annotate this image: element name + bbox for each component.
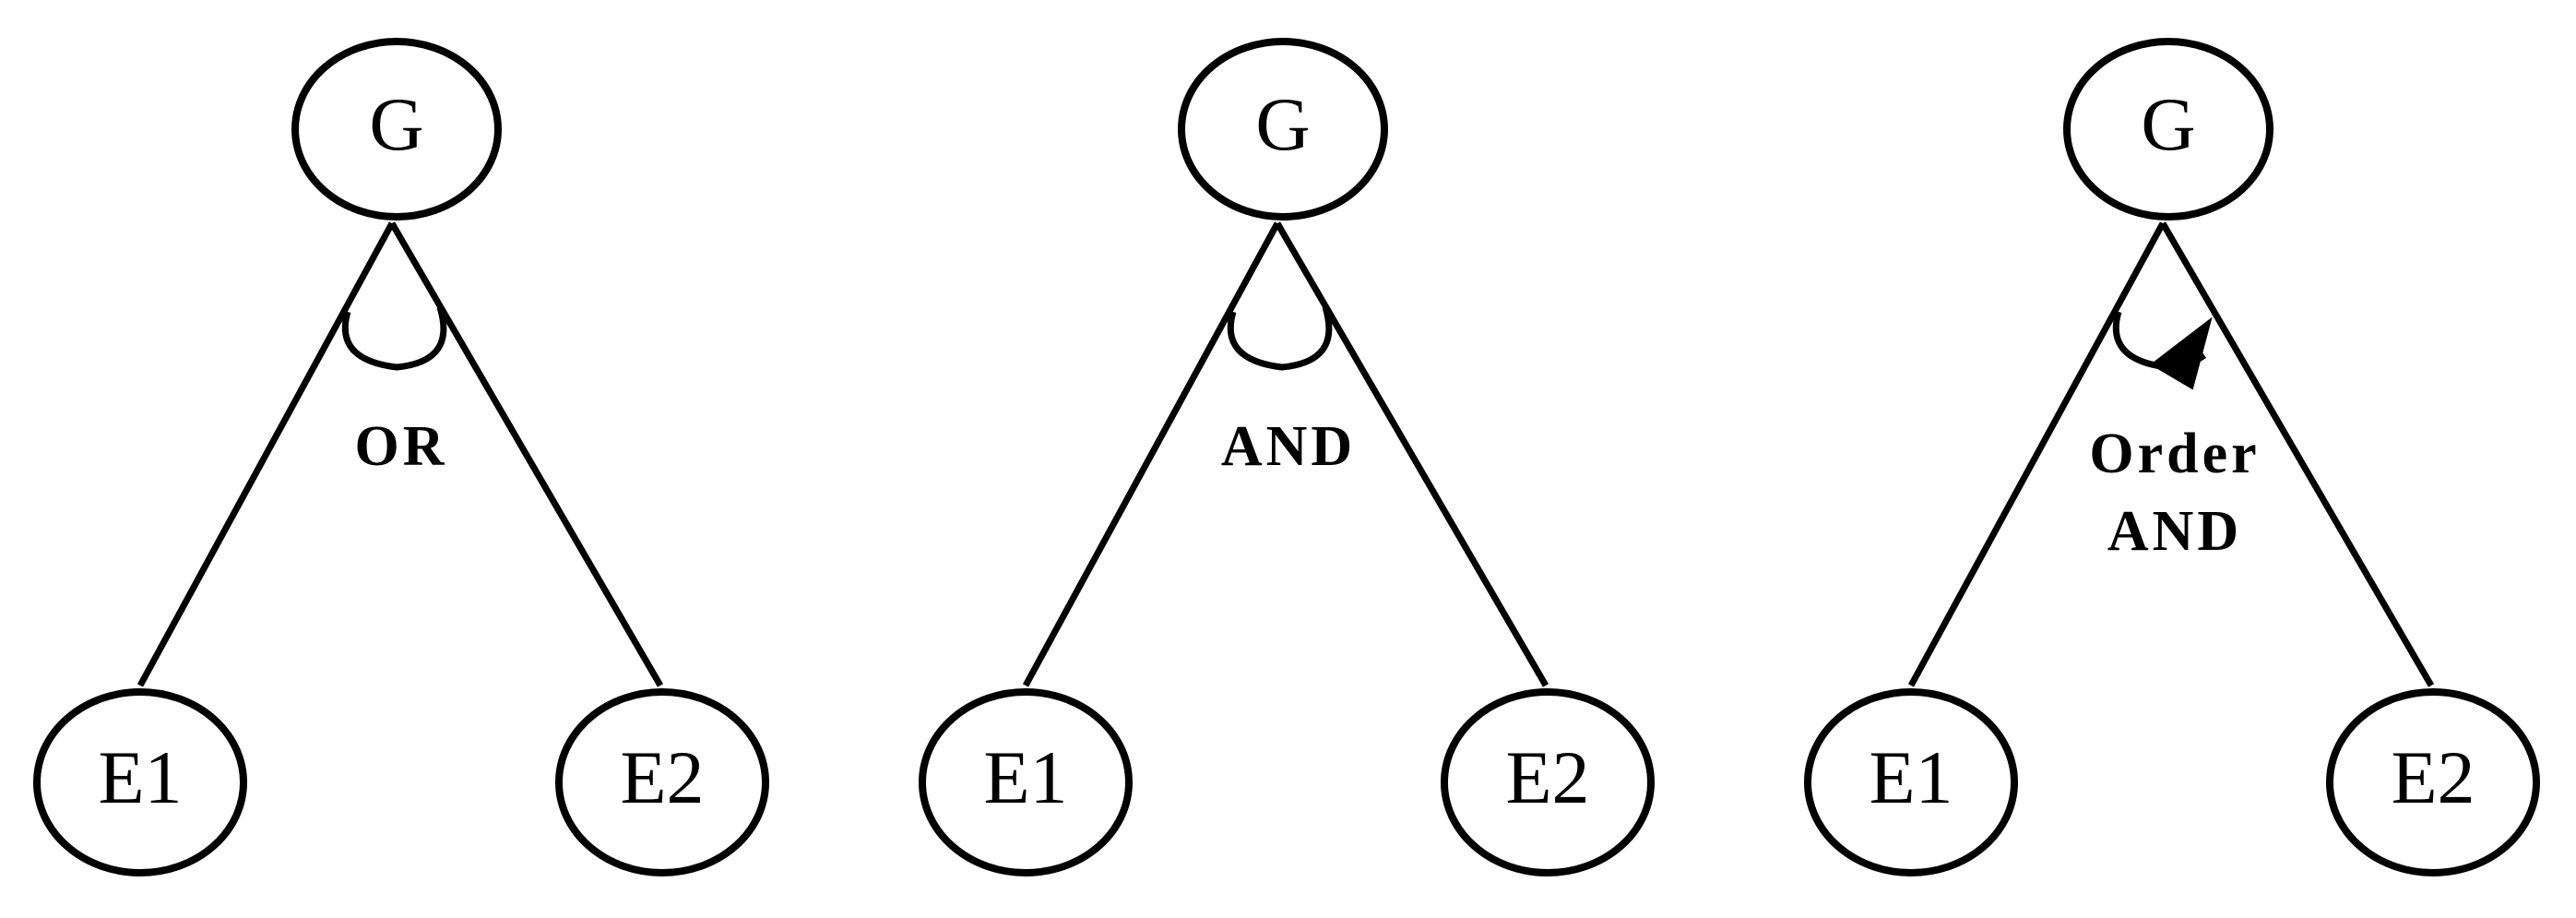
gate-label-line-2: AND: [2107, 500, 2242, 563]
child-node-e1-label: E1: [1869, 735, 1953, 819]
gate-label-line-1: Order: [2089, 423, 2260, 485]
or-decomposition: G E1 E2 OR: [33, 38, 769, 876]
order-arrow-icon: [2150, 316, 2213, 390]
child-node-e1-label: E1: [98, 735, 182, 819]
child-node-e2-label: E2: [2391, 735, 2475, 819]
and-decomposition: G E1 E2 AND: [919, 38, 1655, 876]
gate-label: AND: [1221, 415, 1356, 478]
child-node-e1: [33, 688, 247, 876]
root-node-g: [1178, 38, 1388, 221]
child-node-e2: [2326, 688, 2540, 876]
edge-g-e2: [388, 221, 664, 687]
edge-g-e1: [137, 221, 396, 687]
child-node-e2-label: E2: [620, 735, 704, 819]
edge-g-e1: [1022, 221, 1281, 687]
child-node-e2: [1441, 688, 1655, 876]
edge-g-e1: [1907, 221, 2166, 687]
root-node-g: [291, 38, 502, 221]
and-gate-arc: [1227, 305, 1333, 371]
root-node-g: [2063, 38, 2273, 221]
root-node-label: G: [369, 82, 423, 166]
edge-g-e2: [2159, 221, 2435, 687]
child-node-e1-label: E1: [983, 735, 1067, 819]
edge-g-e2: [1274, 221, 1549, 687]
child-node-e2: [555, 688, 769, 876]
gate-label: OR: [355, 415, 448, 478]
root-node-label: G: [1255, 82, 1310, 166]
ordered-and-decomposition: G E1 E2 Order AND: [1804, 38, 2540, 876]
child-node-e1: [1804, 688, 2018, 876]
child-node-e1: [919, 688, 1133, 876]
or-gate-arc: [341, 305, 447, 371]
root-node-label: G: [2141, 82, 2195, 166]
child-node-e2-label: E2: [1505, 735, 1589, 819]
